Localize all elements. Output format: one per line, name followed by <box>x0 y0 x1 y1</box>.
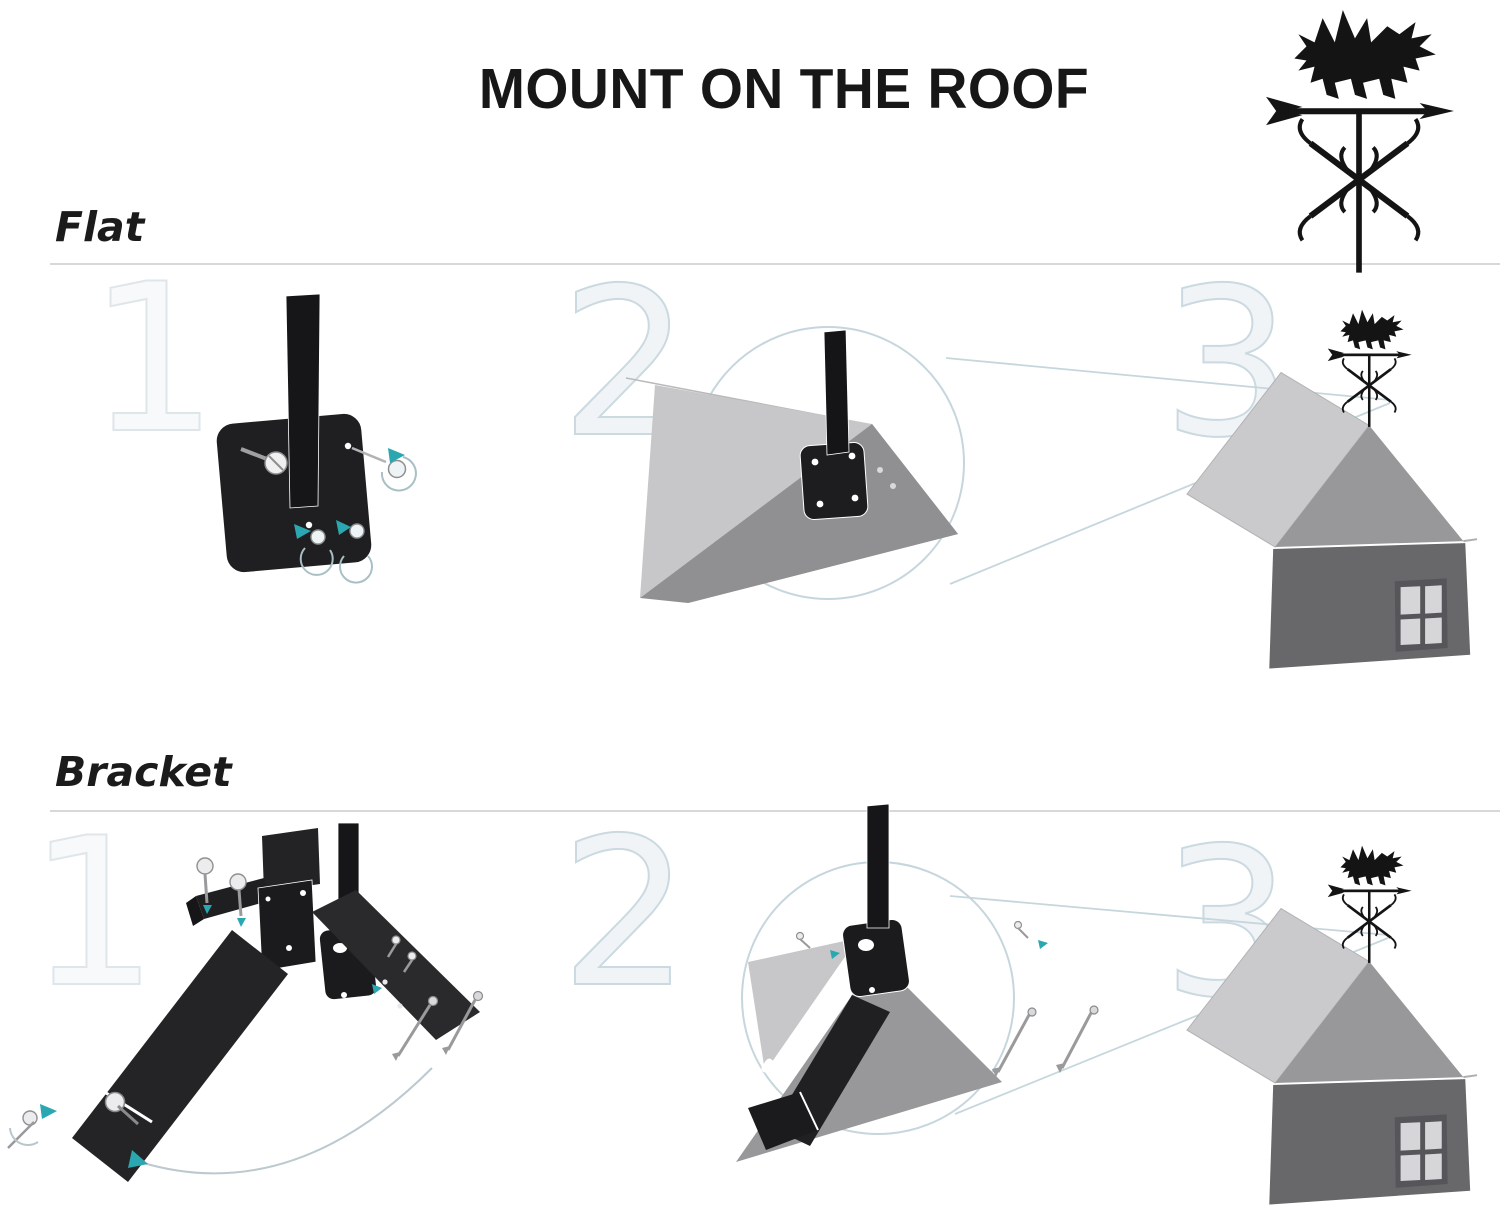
step-number-bracket-2: 2 <box>559 795 691 1033</box>
section-label-flat: Flat <box>55 203 145 251</box>
step-number-bracket-1: 1 <box>27 795 159 1033</box>
flat-step2-roof-callout <box>625 326 1391 603</box>
bracket-step1-assembly <box>7 822 484 1182</box>
page-title: MOUNT ON THE ROOF <box>478 57 1090 121</box>
screw-rotation-bottom-right <box>336 520 373 584</box>
flat-step1-mount-plate <box>215 293 417 584</box>
flat-section-divider <box>50 263 1500 265</box>
bracket-step2-roof-callout <box>736 803 1389 1162</box>
screw-standing-1 <box>196 857 214 914</box>
section-label-bracket: Bracket <box>55 748 232 796</box>
bracket-step3-house <box>1187 846 1477 1205</box>
weathervane-icon <box>1266 10 1454 273</box>
screw-long-roof-1 <box>992 1007 1037 1077</box>
screw-long-roof-2 <box>1056 1005 1099 1073</box>
screw-long-2 <box>442 990 484 1055</box>
screw-long-1 <box>392 995 439 1061</box>
screw-rotation-right <box>351 446 417 492</box>
step-number-flat-1: 1 <box>87 241 219 479</box>
screw-standing-2 <box>229 873 247 927</box>
bracket-section-divider <box>50 810 1500 812</box>
screw-bottom-left <box>7 1104 57 1149</box>
screw-rotation-bottom-left <box>294 524 334 576</box>
flat-step3-house <box>1187 310 1477 669</box>
